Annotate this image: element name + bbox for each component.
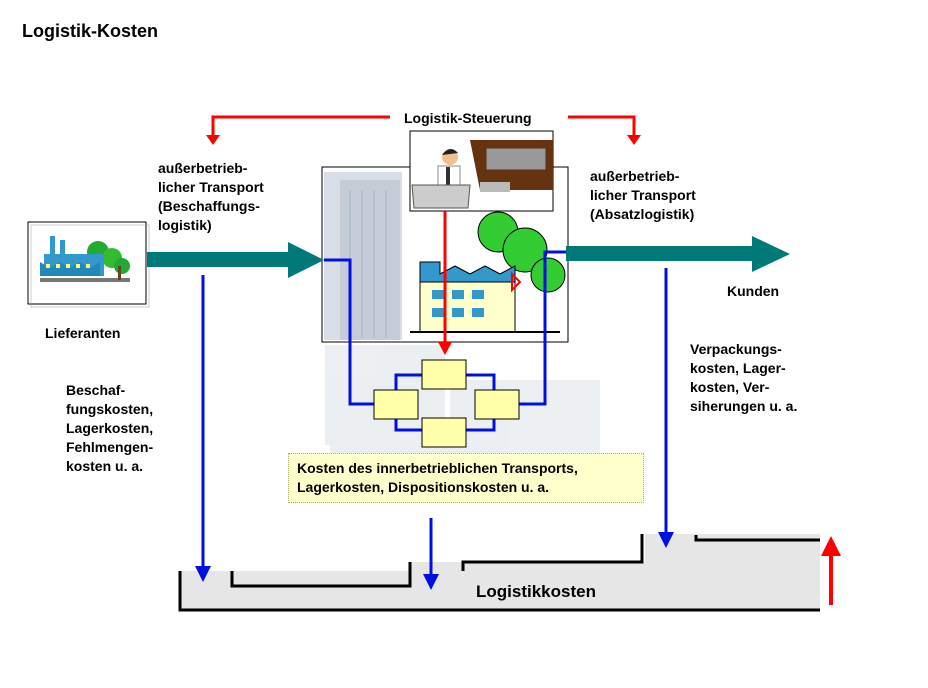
distribution-costs-label: Verpackungs- kosten, Lager- kosten, Ver-… [690,341,798,414]
node-bottom [421,417,467,448]
suppliers-label: Lieferanten [45,325,121,341]
internal-costs-note: Kosten des innerbetrieblichen Transports… [288,453,644,503]
bottom-band [178,534,820,612]
procurement-costs-label: Beschaf- fungskosten, Lagerkosten, Fehlm… [66,382,154,474]
factory-icon [27,221,150,308]
logistics-control-label: Logistik-Steuerung [404,110,532,126]
customers-label: Kunden [727,283,780,299]
page-title: Logistik-Kosten [22,21,159,41]
operator-desk-icon [409,130,554,212]
outbound-transport-label: außerbetrieb- licher Transport (Absatzlo… [590,168,696,222]
node-top [421,359,467,390]
inbound-transport-label: außerbetrieb- licher Transport (Beschaff… [158,160,264,233]
internal-network [324,250,566,448]
node-right [474,389,520,420]
inbound-transport-arrow [147,242,324,278]
node-left [373,389,419,420]
cost-arrows [195,268,674,590]
control-lines [206,115,841,605]
logistics-costs-label: Logistikkosten [476,582,596,601]
outbound-transport-arrow [566,236,790,272]
